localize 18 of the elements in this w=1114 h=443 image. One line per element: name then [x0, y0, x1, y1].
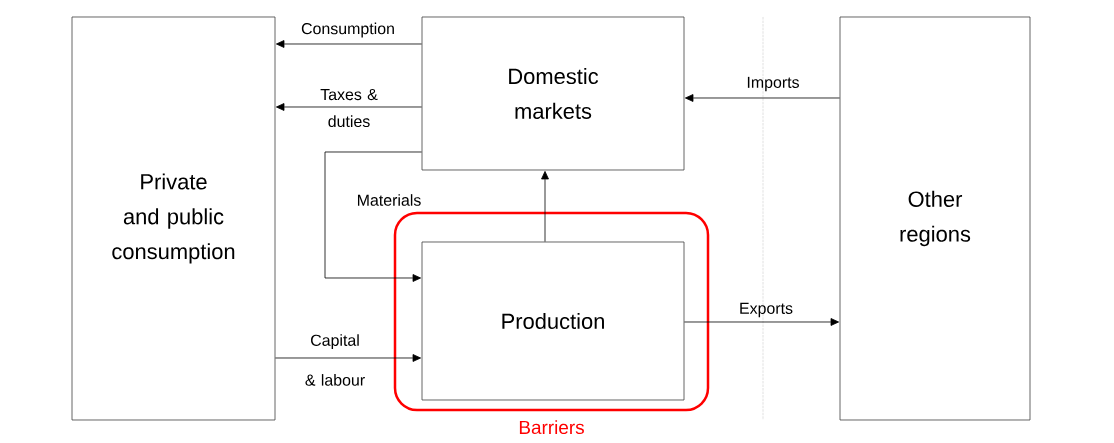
edge-label: Materials [358, 194, 421, 206]
arrow [276, 40, 422, 48]
arrow [684, 318, 839, 326]
edge-label: Imports [747, 76, 799, 92]
arrow [685, 94, 840, 102]
arrow [276, 103, 422, 111]
process-box: Other regions [839, 16, 1031, 421]
process-box: Production [421, 241, 685, 401]
arrow [275, 354, 421, 362]
arrow [324, 151, 422, 282]
edge-label: Capital & labour [305, 334, 365, 386]
edge-label: Exports [740, 302, 793, 318]
process-box: Domestic markets [421, 16, 685, 171]
edge-label: Taxes & duties [320, 88, 378, 128]
edge-label: Consumption [301, 22, 394, 38]
frame-label: Barriers [519, 420, 584, 435]
arrow [541, 171, 549, 242]
process-box: Private and public consumption [71, 16, 276, 421]
